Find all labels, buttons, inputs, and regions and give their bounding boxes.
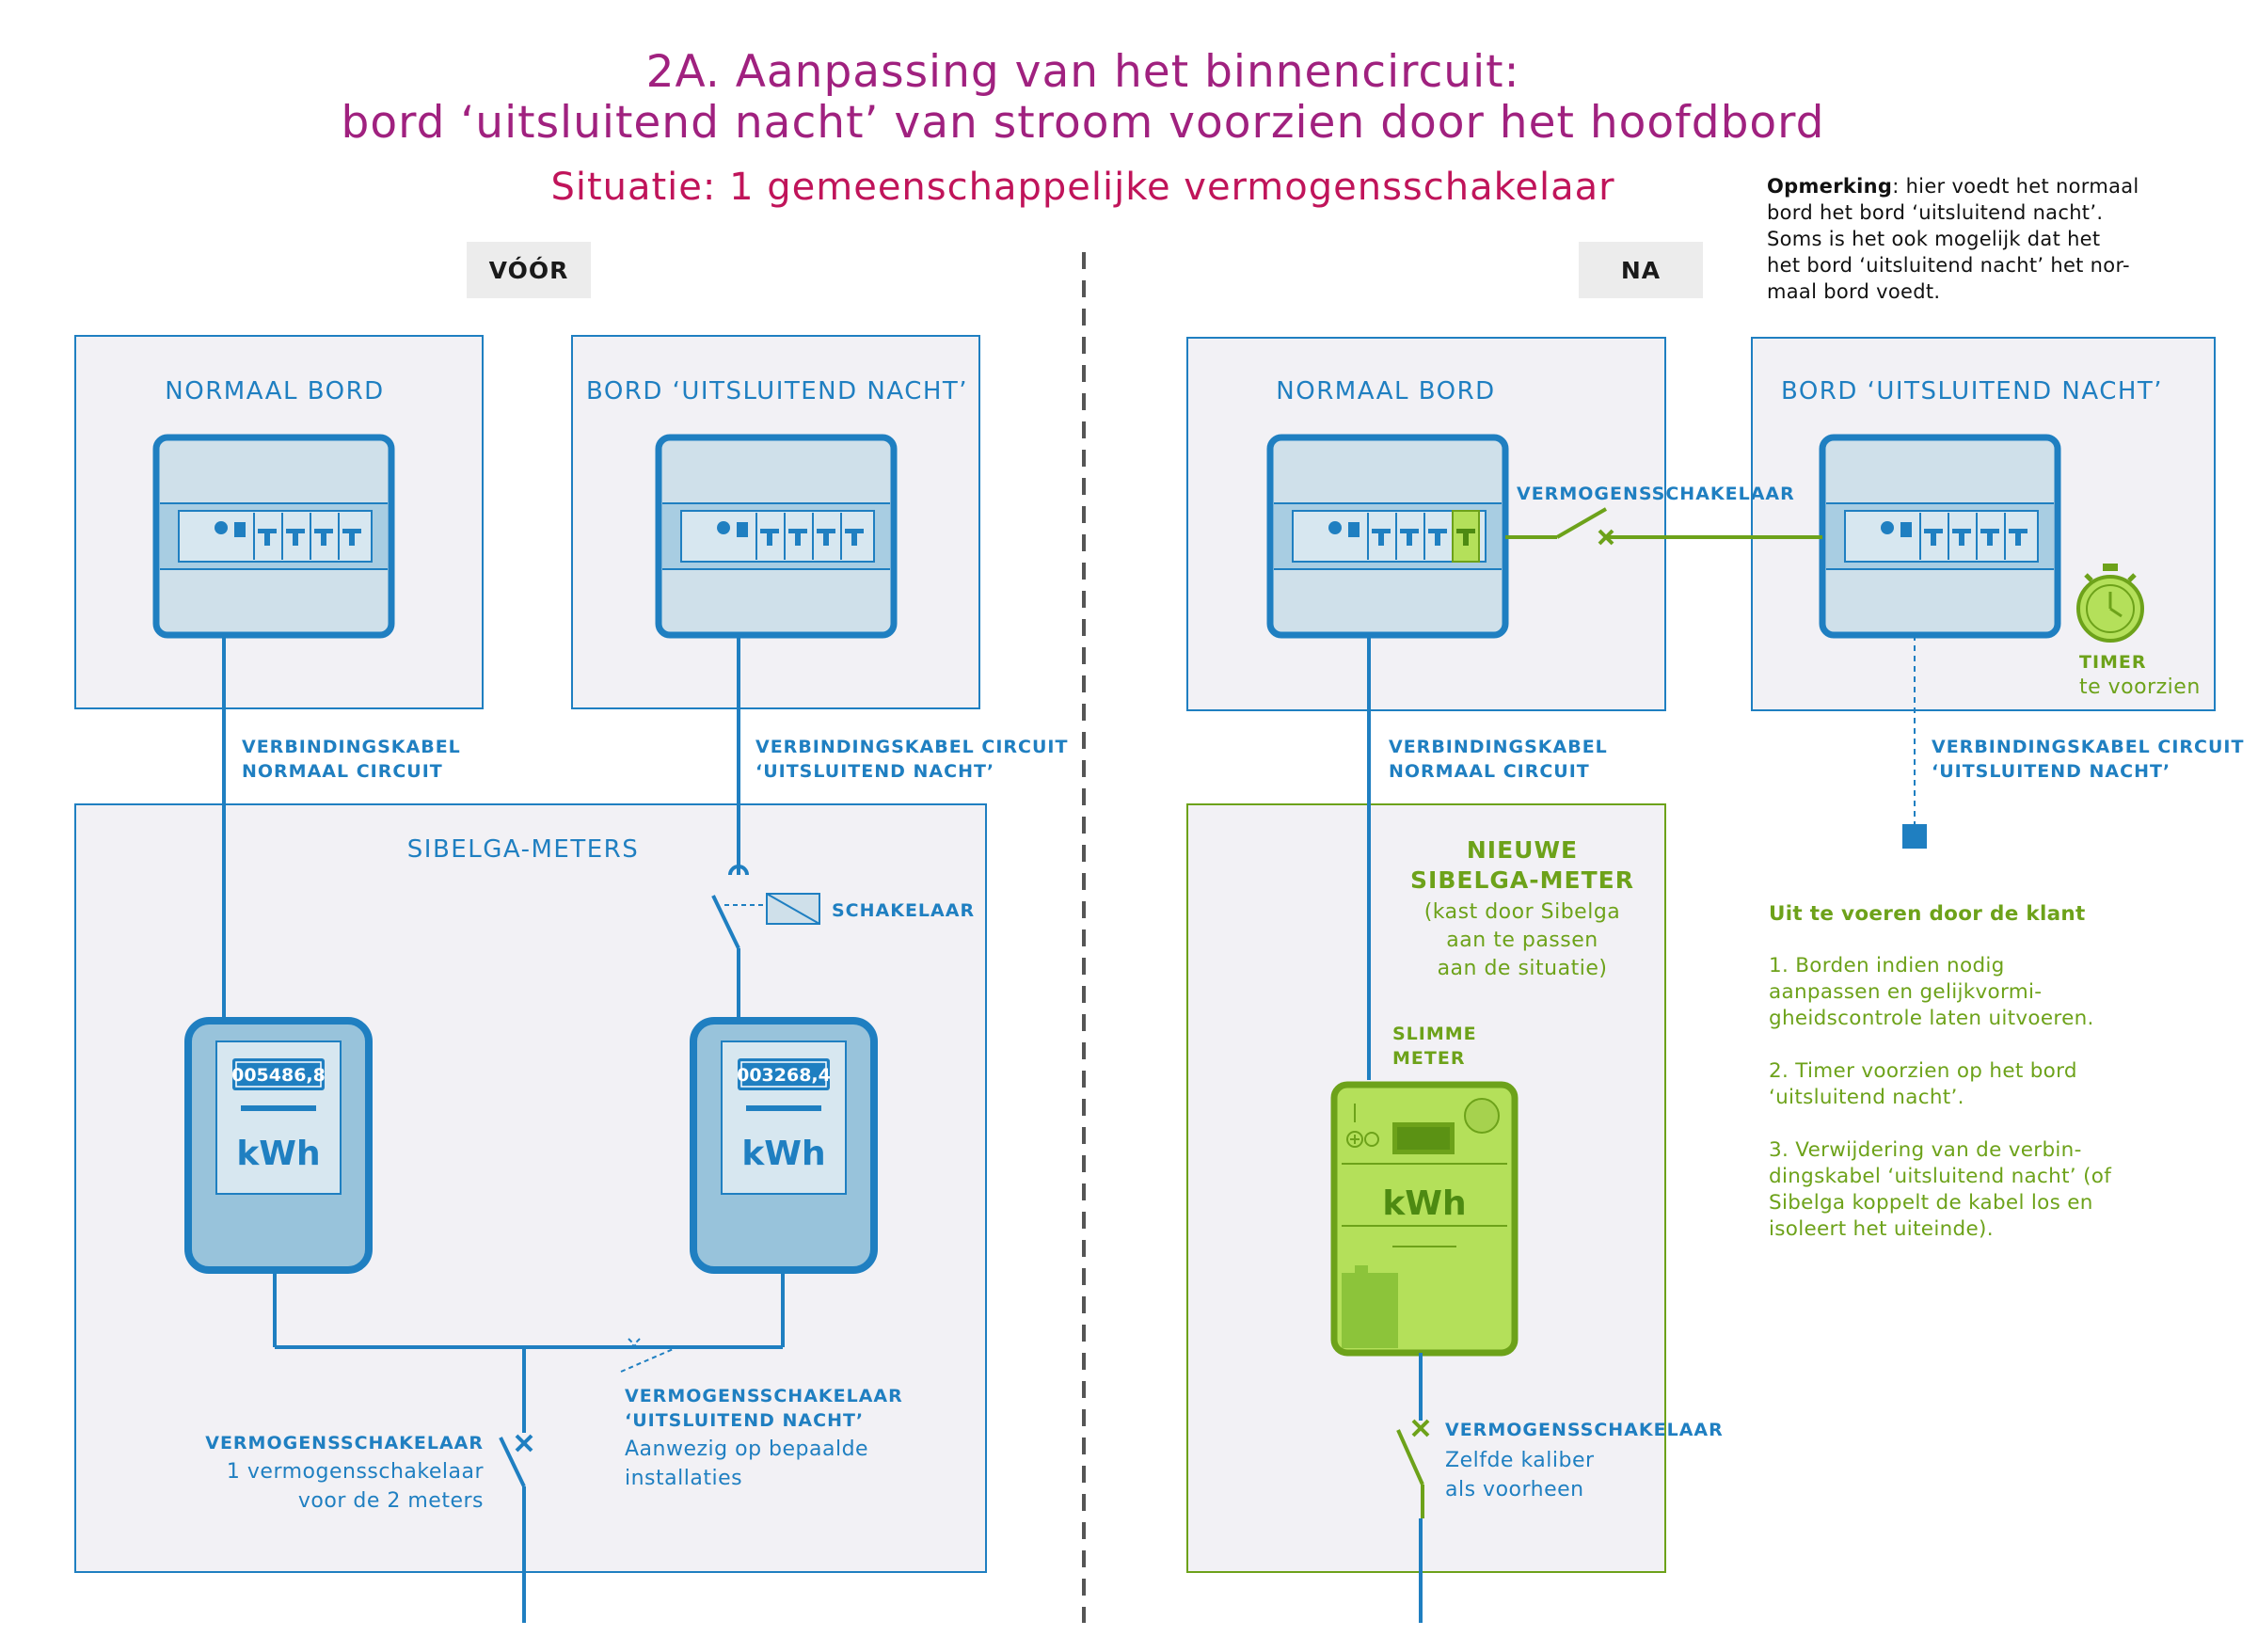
after-main-breaker-note: Zelfde kaliber — [1445, 1449, 1595, 1472]
main-breaker-note: 1 vermogensschakelaar — [227, 1460, 485, 1484]
meter-reading: 003268,4 — [737, 1065, 831, 1086]
before-normal-distribution-board — [152, 434, 395, 639]
night-breaker-note: installaties — [625, 1467, 742, 1490]
meter-unit: kWh — [236, 1135, 320, 1173]
before-cable-night-label: ‘UITSLUITEND NACHT’ — [755, 761, 994, 782]
smart-meter-label: SLIMME — [1392, 1024, 1477, 1044]
timer-label: TIMER — [2079, 652, 2147, 673]
before-main-breaker-x-icon — [515, 1434, 533, 1453]
before-meters-label: SIBELGA-METERS — [407, 835, 639, 864]
new-meter-note: (kast door Sibelga — [1424, 900, 1621, 924]
after-breaker-label: VERMOGENSSCHAKELAAR — [1517, 484, 1795, 504]
remark-note: Opmerking: hier voedt het normaal bord h… — [1767, 175, 2139, 303]
title-line-2: bord ‘uitsluitend nacht’ van stroom voor… — [342, 97, 1825, 149]
client-actions-title: Uit te voeren door de klant — [1769, 902, 2086, 926]
after-normal-board-label: NORMAAL BORD — [1276, 377, 1495, 405]
client-step-3: dingskabel ‘uitsluitend nacht’ (of — [1769, 1165, 2111, 1188]
remark-line: het bord ‘uitsluitend nacht’ het nor- — [1767, 254, 2130, 277]
after-night-board-label: BORD ‘UITSLUITEND NACHT’ — [1781, 377, 2163, 405]
before-cable-night-label: VERBINDINGSKABEL CIRCUIT — [755, 737, 1068, 757]
before-tag: VÓÓR — [489, 256, 569, 284]
client-step-3: 3. Verwijdering van de verbin- — [1769, 1138, 2082, 1162]
after-cable-night-label: ‘UITSLUITEND NACHT’ — [1932, 761, 2171, 782]
remark-line: : hier voedt het normaal — [1892, 175, 2139, 198]
after-night-distribution-board — [1819, 434, 2061, 639]
smart-meter: kWh — [1330, 1081, 1519, 1357]
before-night-breaker-dashed-icon — [620, 1338, 678, 1373]
meter-unit: kWh — [741, 1135, 825, 1173]
remark-bold: Opmerking — [1767, 175, 1892, 198]
before-tag-bg — [467, 242, 591, 298]
main-breaker-note: voor de 2 meters — [298, 1489, 484, 1513]
after-main-breaker-note: als voorheen — [1445, 1478, 1584, 1501]
svg-text:Opmerking: hier voedt het norm: Opmerking: hier voedt het normaal — [1767, 175, 2139, 198]
before-cable-normal-label: VERBINDINGSKABEL — [242, 737, 461, 757]
before-meter-normal: 005486,8 kWh — [184, 1017, 373, 1274]
after-cable-normal-label: NORMAAL CIRCUIT — [1389, 761, 1590, 782]
relay-switch-icon — [724, 893, 820, 925]
after-board-link — [1505, 507, 1822, 546]
before-night-board-label: BORD ‘UITSLUITEND NACHT’ — [586, 377, 968, 405]
before-wiring — [222, 635, 785, 1623]
remark-line: maal bord voedt. — [1767, 280, 1940, 303]
relay-switch-label: SCHAKELAAR — [832, 900, 975, 921]
after-normal-distribution-board — [1266, 434, 1509, 639]
client-step-3: isoleert het uiteinde). — [1769, 1217, 1994, 1241]
new-meter-title: SIBELGA-METER — [1410, 866, 1634, 894]
after-tag-bg — [1579, 242, 1703, 298]
main-breaker-label: VERMOGENSSCHAKELAAR — [205, 1433, 484, 1453]
new-meter-note: aan de situatie) — [1438, 957, 1608, 980]
new-meter-title: NIEUWE — [1467, 836, 1578, 864]
before-night-distribution-board — [655, 434, 898, 639]
night-breaker-label: VERMOGENSSCHAKELAAR — [625, 1386, 903, 1406]
client-step-1: 1. Borden indien nodig — [1769, 954, 2005, 977]
after-cable-normal-label: VERBINDINGSKABEL — [1389, 737, 1608, 757]
night-breaker-label: ‘UITSLUITEND NACHT’ — [625, 1410, 864, 1431]
remark-line: Soms is het ook mogelijk dat het — [1767, 228, 2100, 250]
cable-end-icon — [1902, 824, 1927, 849]
new-meter-note: aan te passen — [1446, 929, 1598, 952]
client-step-2: 2. Timer voorzien op het bord — [1769, 1059, 2077, 1083]
after-cable-night-label: VERBINDINGSKABEL CIRCUIT — [1932, 737, 2244, 757]
before-normal-board-label: NORMAAL BORD — [165, 377, 384, 405]
timer-icon — [2076, 564, 2144, 643]
after-tag: NA — [1621, 257, 1661, 284]
client-actions: Uit te voeren door de klant 1. Borden in… — [1769, 902, 2111, 1241]
client-step-1: aanpassen en gelijkvormi- — [1769, 980, 2042, 1004]
smart-meter-label: METER — [1392, 1048, 1465, 1069]
smart-meter-unit: kWh — [1382, 1184, 1466, 1223]
timer-note: te voorzien — [2079, 675, 2201, 699]
after-main-breaker — [1396, 1353, 1430, 1623]
before-cable-normal-label: NORMAAL CIRCUIT — [242, 761, 443, 782]
client-step-2: ‘uitsluitend nacht’. — [1769, 1086, 1964, 1109]
after-main-breaker-label: VERMOGENSSCHAKELAAR — [1445, 1420, 1724, 1440]
client-step-3: Sibelga koppelt de kabel los en — [1769, 1191, 2093, 1215]
client-step-1: gheidscontrole laten uitvoeren. — [1769, 1007, 2094, 1030]
remark-line: bord het bord ‘uitsluitend nacht’. — [1767, 201, 2103, 224]
before-meter-night: 003268,4 kWh — [690, 1017, 878, 1274]
title-line-1: 2A. Aanpassing van het binnencircuit: — [646, 46, 1520, 98]
situation-subtitle: Situatie: 1 gemeenschappelijke vermogens… — [550, 166, 1614, 209]
meter-reading: 005486,8 — [231, 1065, 326, 1086]
night-breaker-note: Aanwezig op bepaalde — [625, 1438, 868, 1461]
